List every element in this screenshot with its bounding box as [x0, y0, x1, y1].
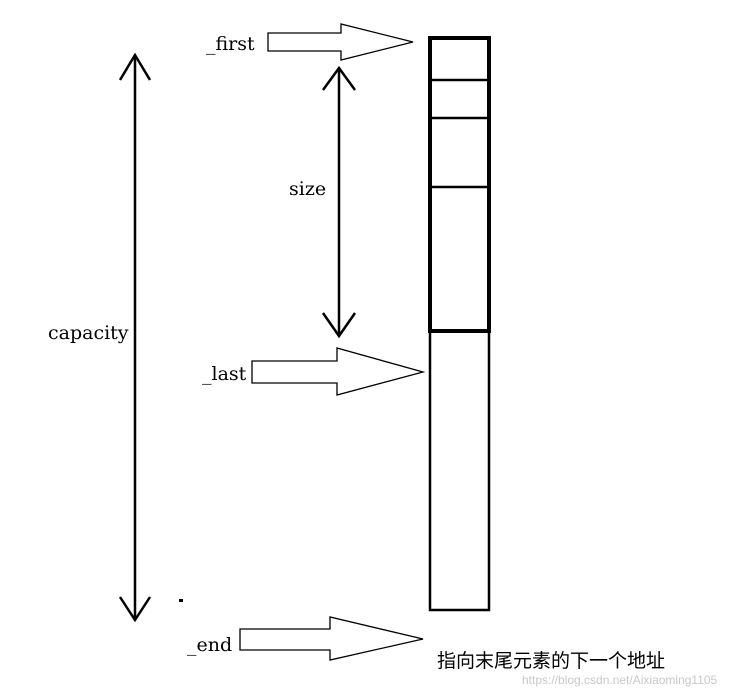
capacity-arrow: [118, 52, 152, 623]
end-pointer-arrow: [239, 616, 424, 661]
first-pointer-arrow: [267, 23, 414, 61]
end-note: 指向末尾元素的下一个地址: [437, 650, 665, 672]
capacity-outline: [428, 36, 491, 612]
first-label: _first: [206, 33, 255, 55]
capacity-label: capacity: [48, 322, 129, 344]
last-pointer-arrow: [251, 347, 426, 396]
size-region-outline: [428, 36, 491, 333]
size-label: size: [289, 178, 326, 200]
size-arrow: [321, 65, 357, 339]
stray-dot: [179, 599, 183, 602]
end-label: _end: [187, 634, 232, 656]
memory-block: [428, 36, 491, 612]
watermark: https://blog.csdn.net/Aixiaoming1105: [522, 673, 718, 687]
last-label: _last: [202, 363, 247, 385]
